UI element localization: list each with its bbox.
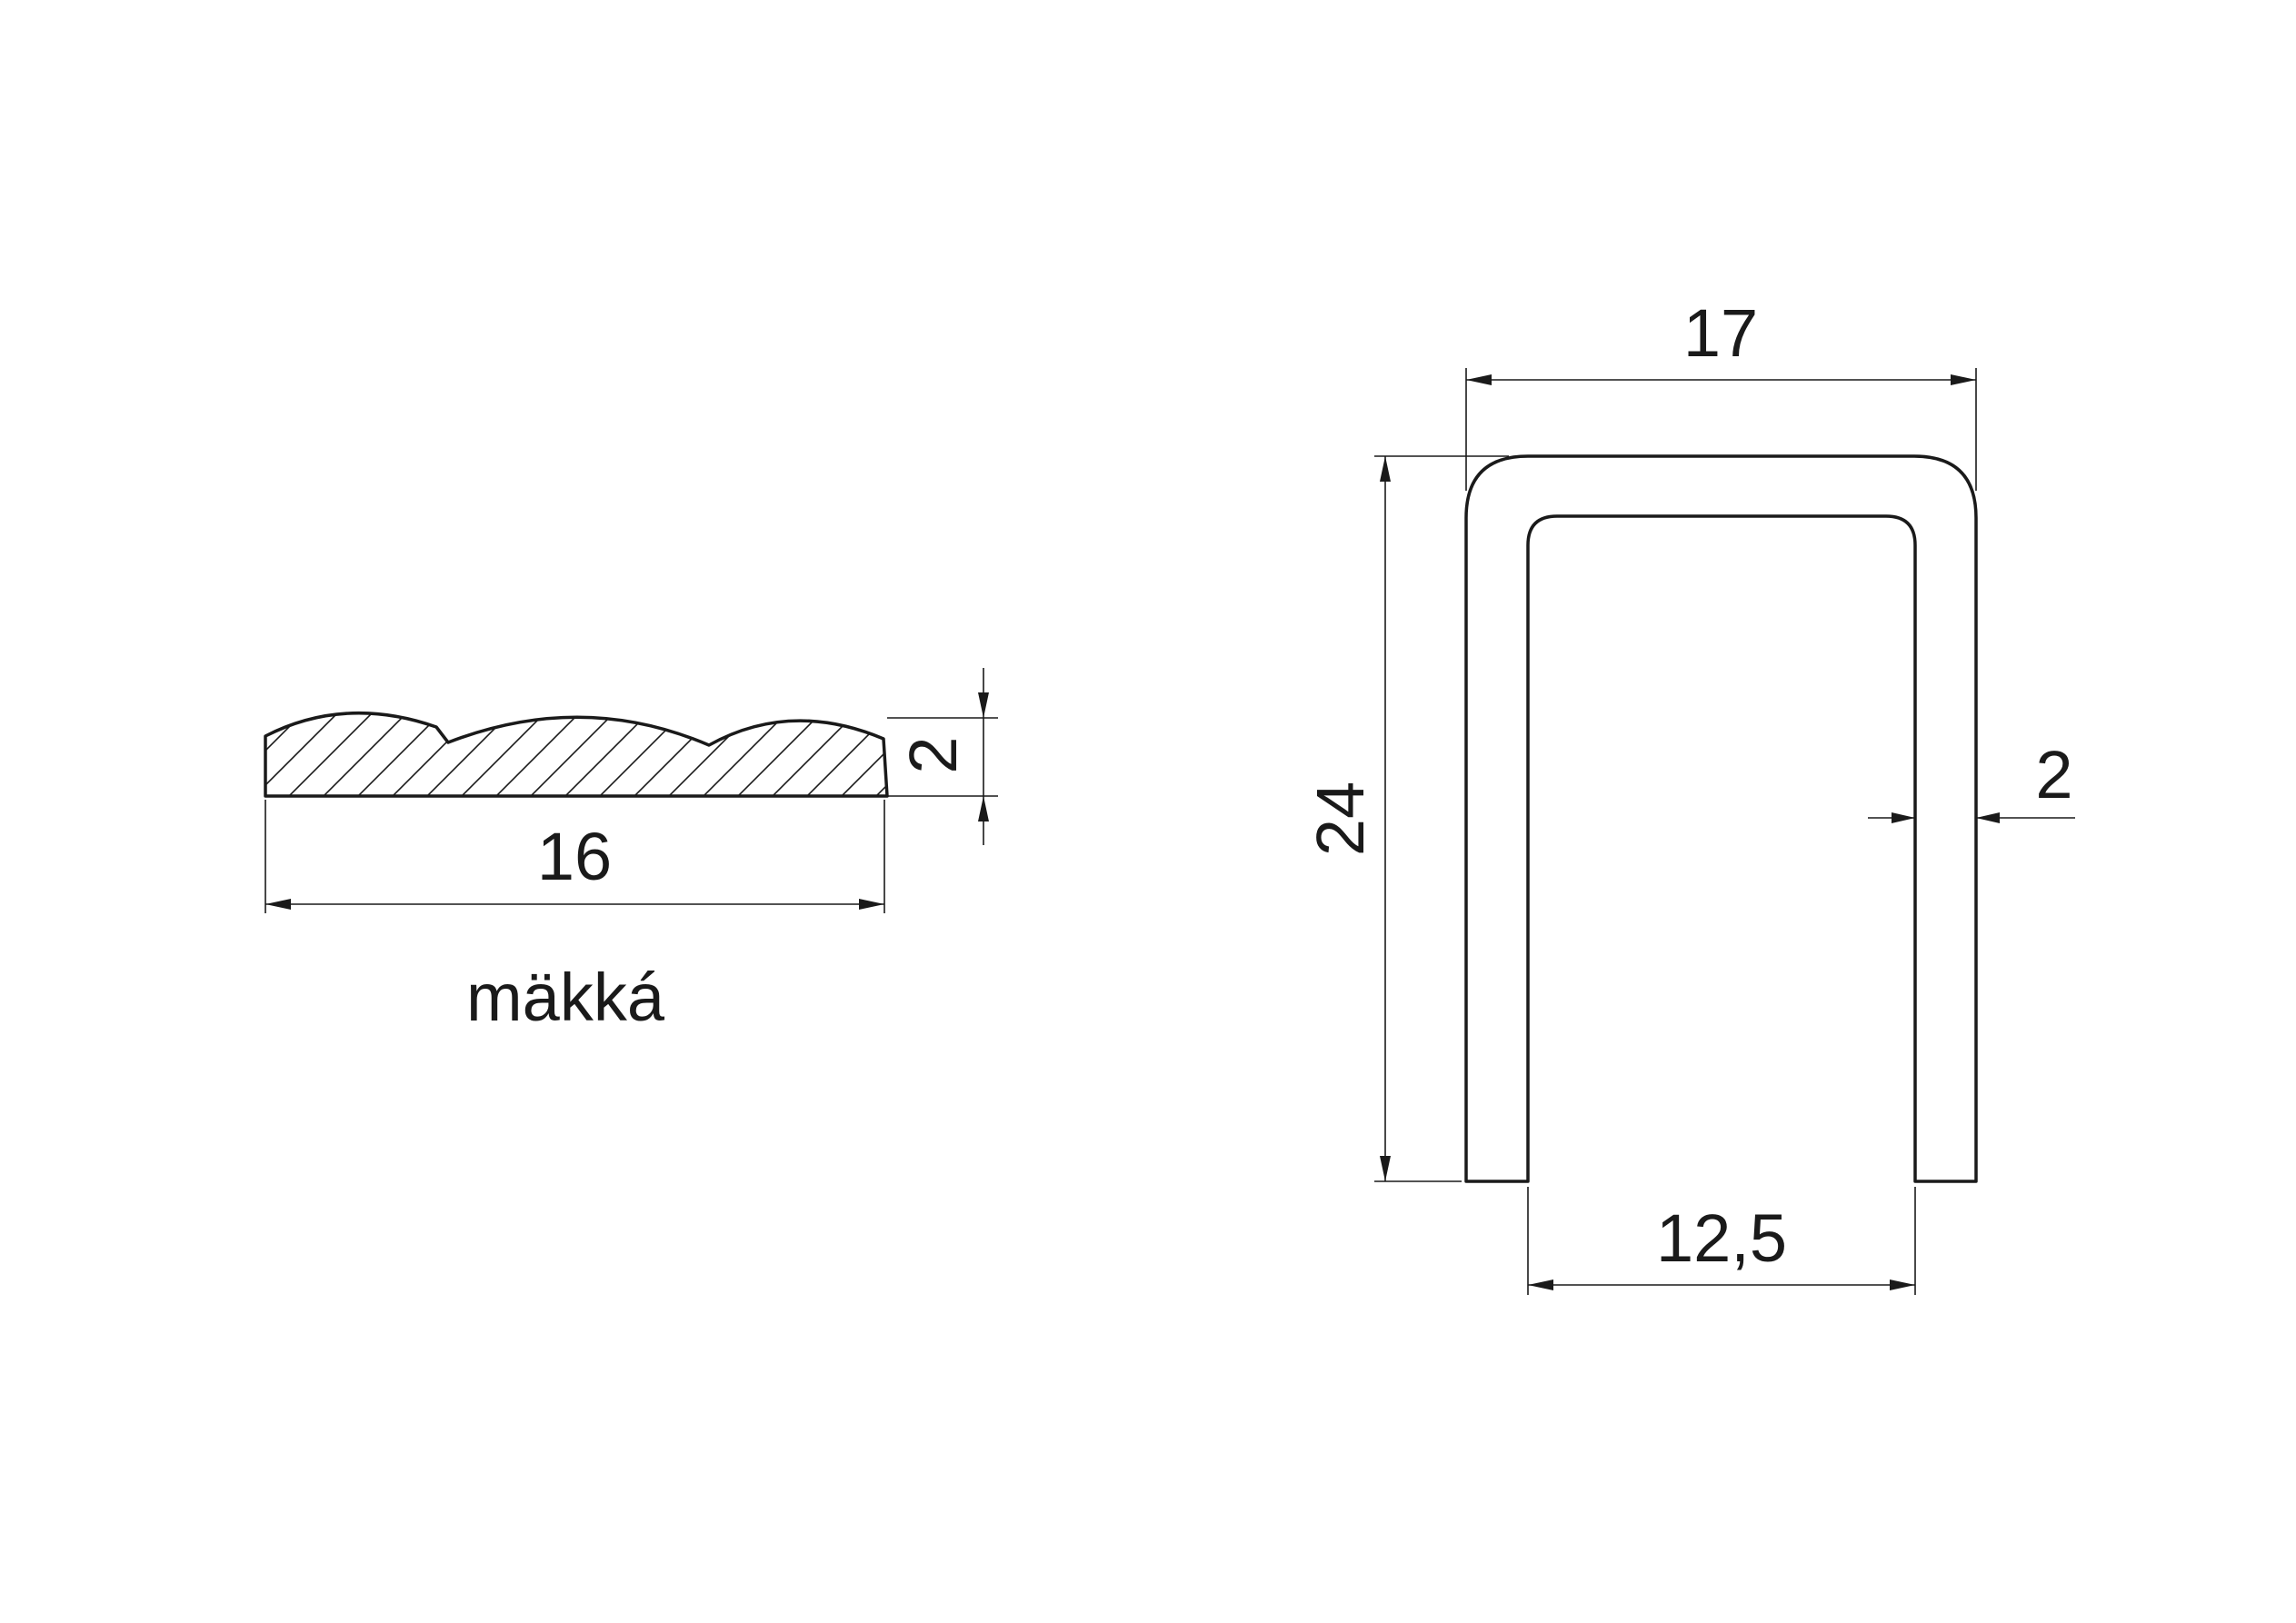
hatch-line [526,712,637,796]
hatch-line [423,712,534,796]
u-inner-width-dimension: 12,5 [1527,1187,1916,1295]
hatch-line [265,712,292,796]
u-height-label: 24 [1303,782,1378,856]
u-top-width-dimension: 17 [1465,295,1977,491]
section-hatching [265,691,1085,800]
hatch-line [319,712,430,796]
hatch-line [803,712,887,796]
hatch-line [457,712,568,796]
hatch-line [561,712,672,796]
u-inner-width-label: 12,5 [1656,1200,1787,1276]
hatch-line [354,712,464,796]
hatch-line [265,712,326,796]
flat-thickness-label: 2 [895,736,971,773]
u-top-width-label: 17 [1683,295,1758,371]
hatch-line [664,712,775,796]
hatch-line [595,712,706,796]
u-channel-profile-outline [1464,454,1978,1183]
hatch-line [388,712,499,796]
hatch-line [265,712,361,796]
u-wall-thickness-label: 2 [2035,737,2072,812]
material-label: mäkká [466,960,665,1035]
hatch-line [768,712,879,796]
hatch-line [630,712,741,796]
hatch-line [492,712,603,796]
u-height-dimension: 24 [1303,455,1509,1182]
hatch-line [837,712,887,796]
flat-thickness-dimension: 2 [887,668,998,845]
hatch-line [285,712,395,796]
hatch-line [734,712,844,796]
hatch-line [976,691,1085,800]
flat-width-label: 16 [537,819,612,894]
hatch-line [699,712,810,796]
flat-width-dimension: 16 [265,800,885,913]
flat-profile-outline [264,712,889,798]
u-wall-thickness-dimension: 2 [1868,737,2075,823]
flat-profile-section [264,691,1085,800]
